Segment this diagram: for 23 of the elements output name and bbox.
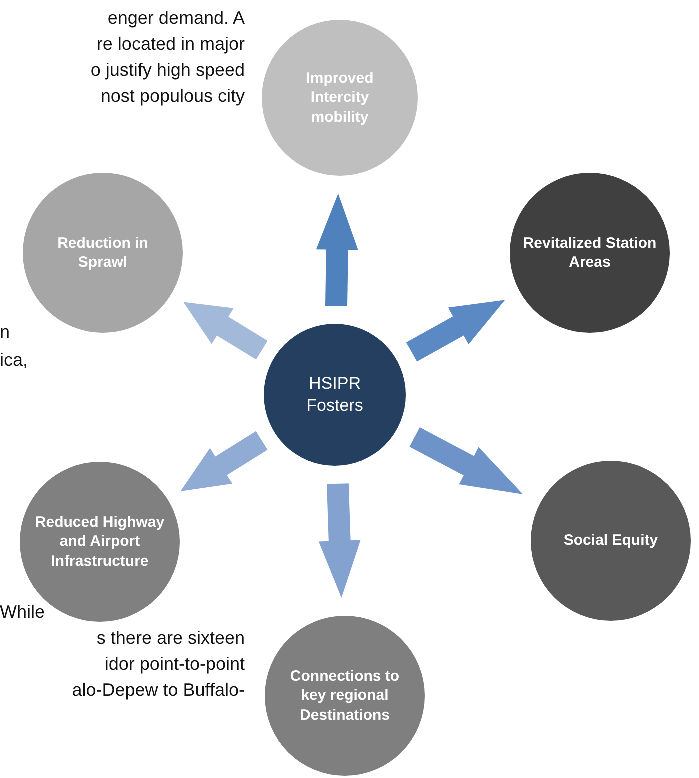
body-text-line: ica,: [0, 351, 28, 369]
node-label: Reduction in Sprawl: [56, 234, 150, 272]
node-label: Social Equity: [564, 531, 658, 551]
node-label: Connections to key regional Destinations: [290, 666, 400, 726]
block-arrow: [316, 194, 358, 306]
node-label: Revitalized Station Areas: [522, 234, 658, 272]
body-text-line: alo-Depew to Buffalo-: [72, 681, 245, 699]
body-text-line: s there are sixteen: [96, 629, 245, 647]
body-text-line: While: [0, 603, 46, 621]
block-arrow: [318, 484, 361, 598]
body-text-line: o justify high speed: [90, 61, 245, 79]
block-arrow: [184, 302, 268, 360]
node-label: Reduced Highway and Airport Infrastructure: [35, 512, 165, 572]
block-arrow: [410, 428, 524, 494]
body-text-line: enger demand. A: [108, 9, 245, 27]
node-label: HSIPR Fosters: [306, 372, 364, 417]
block-arrow: [180, 431, 268, 492]
node-label: Improved Intercity mobility: [305, 68, 375, 128]
body-text-line: idor point-to-point: [104, 655, 245, 673]
block-arrow: [406, 300, 506, 362]
body-text-line: re located in major: [96, 35, 245, 53]
body-text-line: nost populous city: [100, 87, 245, 105]
body-text-line: n: [0, 323, 10, 341]
